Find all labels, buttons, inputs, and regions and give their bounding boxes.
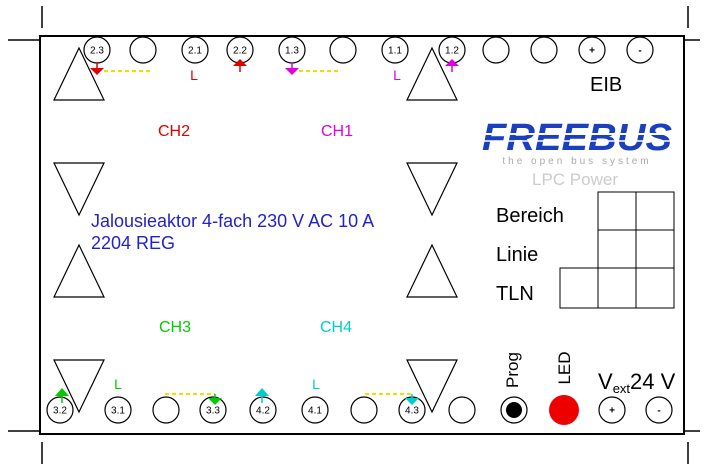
bottom-terminal-label-4-3: 4.3	[405, 406, 419, 417]
bereich-box-1	[597, 191, 637, 231]
bottom-terminal-label-plus: +	[609, 406, 615, 417]
arrow-up-2-2	[233, 59, 247, 66]
channel-label-ch3: CH3	[159, 319, 191, 336]
bottom-terminal-label-3-3: 3.3	[206, 406, 220, 417]
channel-label-ch4: CH4	[320, 319, 352, 336]
status-led	[549, 395, 579, 425]
top-terminal-empty-1	[129, 36, 157, 64]
top-terminal-label-1-3: 1.3	[285, 46, 299, 57]
vext-label: Vext24 V	[598, 369, 676, 396]
l-mark-ch3: L	[114, 376, 122, 392]
bottom-terminal-empty-2	[152, 396, 180, 424]
bereich-label: Bereich	[496, 205, 564, 227]
triangle-down-ch1-right	[406, 162, 458, 217]
housing-outline	[39, 35, 685, 435]
tln-label: TLN	[496, 283, 534, 305]
top-terminal-minus	[626, 36, 654, 64]
linie-box-1	[597, 229, 637, 269]
top-terminal-2-1	[181, 36, 209, 64]
tln-box-2	[597, 267, 637, 309]
top-terminal-plus	[578, 36, 606, 64]
bottom-terminal-plus	[598, 396, 626, 424]
top-terminal-label-1-1: 1.1	[388, 46, 402, 57]
bottom-terminal-row: 3.2 3.1 3.3 4.2 4.1 4.3 + -	[46, 396, 673, 424]
arrow-up-4-2	[255, 388, 269, 396]
arrow-up-1-2	[445, 59, 459, 66]
l-mark-ch1: L	[393, 67, 401, 83]
prog-button-core	[506, 402, 522, 418]
bottom-terminal-empty-8	[448, 396, 476, 424]
top-connection-markers: L L	[90, 59, 459, 83]
top-terminal-label-plus: +	[589, 46, 595, 57]
triangle-down-ch4-right	[406, 359, 458, 414]
triangle-up-ch1-right	[406, 46, 458, 101]
top-terminal-1-1	[381, 36, 409, 64]
l-mark-ch4: L	[312, 376, 320, 392]
triangle-up-ch2-left	[53, 46, 105, 101]
triangle-up-ch4-right	[406, 243, 458, 298]
logo-tagline: the open bus system	[502, 156, 651, 167]
vext-value: 24 V	[630, 369, 676, 394]
bottom-terminal-label-4-1: 4.1	[308, 406, 322, 417]
vext-v: V	[598, 369, 613, 394]
arrow-down-4-3	[405, 398, 419, 405]
tln-box-3	[635, 267, 675, 309]
led-label: LED	[555, 351, 574, 384]
triangle-down-ch2-left	[53, 162, 105, 217]
top-terminal-label-2-1: 2.1	[188, 46, 202, 57]
vext-sub: ext	[613, 381, 631, 396]
bottom-terminal-label-minus: -	[657, 406, 660, 417]
tln-box-1	[559, 267, 599, 309]
linie-label: Linie	[496, 244, 538, 266]
bottom-terminal-minus	[645, 396, 673, 424]
top-terminal-label-1-2: 1.2	[445, 46, 459, 57]
bottom-terminal-3-2	[46, 396, 74, 424]
top-terminal-empty-8	[482, 36, 510, 64]
top-terminal-label-minus: -	[638, 46, 641, 57]
description-line-2: 2204 REG	[91, 233, 175, 253]
eib-label: EIB	[590, 74, 622, 96]
arrow-down-1-3	[285, 68, 299, 75]
bottom-terminal-3-3	[199, 396, 227, 424]
triangle-up-ch3-left	[53, 243, 105, 298]
channel-label-ch1: CH1	[321, 123, 353, 140]
triangle-down-ch3-left	[53, 359, 105, 414]
top-terminal-empty-9	[530, 36, 558, 64]
bottom-terminal-4-1	[301, 396, 329, 424]
arrow-down-2-3	[90, 68, 104, 75]
channel-label-ch2: CH2	[158, 123, 190, 140]
product-name: LPC Power	[532, 170, 618, 189]
prog-label: Prog	[503, 352, 522, 388]
arrow-up-3-2	[55, 388, 69, 396]
address-grid: Bereich Linie TLN	[496, 191, 675, 309]
bottom-terminal-empty-6	[350, 396, 378, 424]
top-terminal-row: 2.3 2.1 2.2 1.3 1.1 1.2 + -	[83, 36, 654, 64]
bottom-terminal-label-4-2: 4.2	[256, 406, 270, 417]
bottom-terminal-4-2	[249, 396, 277, 424]
bottom-connection-markers: L L	[55, 376, 419, 405]
bottom-terminal-3-1	[104, 396, 132, 424]
bottom-terminal-label-3-1: 3.1	[111, 406, 125, 417]
top-terminal-label-2-2: 2.2	[233, 46, 247, 57]
description-line-1: Jalousieaktor 4-fach 230 V AC 10 A	[91, 211, 374, 231]
top-terminal-label-2-3: 2.3	[90, 46, 104, 57]
linie-box-2	[635, 229, 675, 269]
freebus-logo: FREEBUS	[482, 117, 672, 159]
bereich-box-2	[635, 191, 675, 231]
top-terminal-empty-5	[329, 36, 357, 64]
arrow-down-3-3	[208, 398, 222, 405]
l-mark-ch2: L	[190, 67, 198, 83]
bottom-terminal-label-3-2: 3.2	[53, 406, 67, 417]
